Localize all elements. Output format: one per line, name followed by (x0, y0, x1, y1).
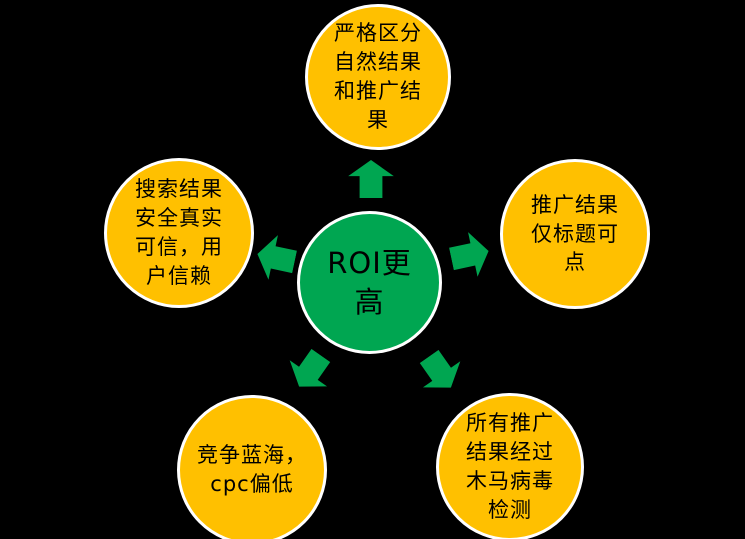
node-top-label: 严格区分 自然结果 和推广结 果 (334, 21, 422, 132)
node-left-label: 搜索结果 安全真实 可信，用 户信赖 (135, 177, 223, 288)
node-bottom-left-label: 竞争蓝海， cpc偏低 (197, 443, 307, 496)
node-center-label: ROI更 高 (327, 246, 412, 319)
arrow-up-right-icon (449, 232, 489, 277)
arrow-up-left-icon (257, 235, 297, 280)
node-bottom-right-label: 所有推广 结果经过 木马病毒 检测 (466, 411, 554, 522)
arrow-down-right-icon (419, 349, 461, 388)
node-center: ROI更 高 (297, 211, 442, 354)
node-bottom-left: 竞争蓝海， cpc偏低 (177, 395, 327, 539)
node-left: 搜索结果 安全真实 可信，用 户信赖 (104, 158, 254, 308)
arrow-down-left-icon (289, 348, 331, 387)
arrow-up-icon (348, 160, 394, 198)
node-top: 严格区分 自然结果 和推广结 果 (305, 4, 451, 150)
node-right: 推广结果 仅标题可 点 (500, 159, 650, 309)
node-bottom-right: 所有推广 结果经过 木马病毒 检测 (436, 393, 584, 539)
node-right-label: 推广结果 仅标题可 点 (531, 192, 619, 275)
